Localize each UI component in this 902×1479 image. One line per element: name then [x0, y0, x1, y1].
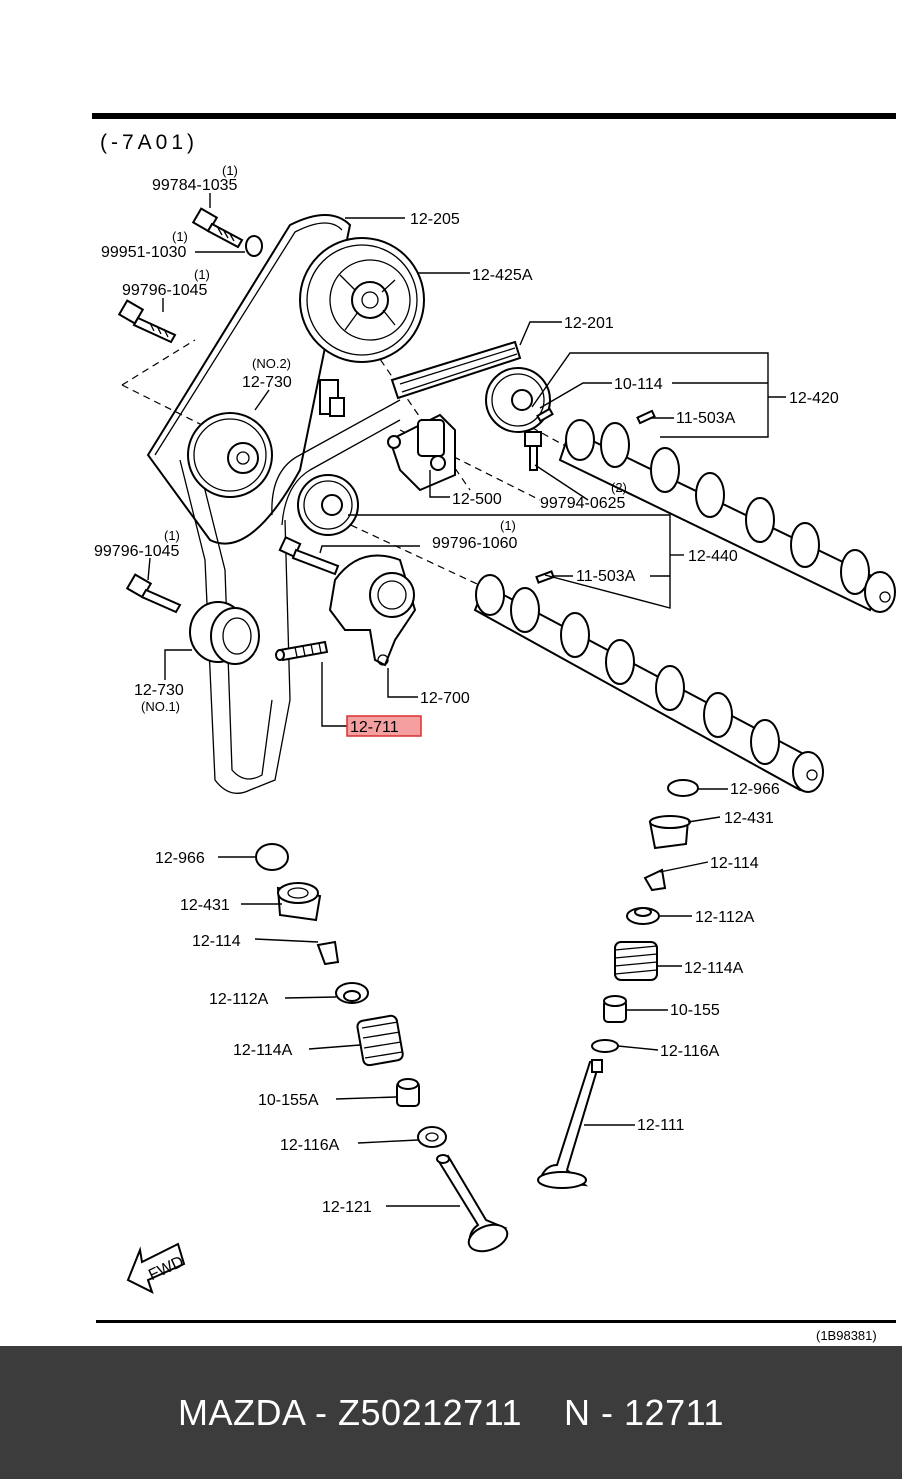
callout-12-431-right: 12-431 — [724, 810, 774, 827]
keeper-12-114-left — [316, 940, 340, 966]
bolt-99796-1045-mid — [125, 573, 182, 614]
note-12-730-no2: (NO.2) — [252, 356, 291, 371]
figure-code: (1B98381) — [816, 1328, 877, 1343]
tappet-12-431-right — [648, 815, 691, 850]
chain-tensioner-12-500 — [387, 413, 456, 492]
callout-99796-1060: 99796-1060 — [432, 535, 518, 552]
callout-12-440: 12-440 — [688, 548, 738, 565]
intake-cam-sprocket — [297, 474, 359, 536]
retainer-12-112A-right — [626, 907, 660, 925]
bolt-99796-1060 — [278, 535, 340, 576]
top-rule — [92, 113, 896, 119]
pin-10-114 — [536, 407, 554, 423]
bolt-99796-1045-top — [117, 299, 177, 344]
intake-camshaft — [473, 574, 824, 793]
keeper-12-114-right — [643, 868, 667, 892]
callout-12-966-right: 12-966 — [730, 781, 780, 798]
bottom-rule — [96, 1320, 896, 1323]
seat-12-116A-left — [417, 1126, 447, 1148]
callout-12-111: 12-111 — [637, 1117, 685, 1134]
qty-99794-0625: (2) — [611, 480, 627, 495]
callout-12-700: 12-700 — [420, 690, 470, 707]
seal-10-155 — [603, 995, 627, 1023]
callout-99784-1035: 99784-1035 — [152, 177, 238, 194]
callout-12-730-no1: 12-730 — [134, 682, 184, 699]
callout-12-114A-left: 12-114A — [233, 1042, 293, 1059]
callout-labels: 12-205 12-425A 12-201 12-420 10-114 11-5… — [94, 163, 839, 1216]
idler-pulley-no1-12-730 — [189, 601, 260, 665]
callout-12-711: 12-711 — [350, 719, 399, 736]
exhaust-cam-sprocket — [485, 367, 551, 433]
callout-11-503A-top: 11-503A — [676, 410, 736, 427]
spring-12-711 — [275, 640, 329, 662]
callout-12-425A: 12-425A — [472, 267, 533, 284]
highlight-box-12-711 — [346, 715, 422, 737]
seal-10-155A — [396, 1078, 420, 1107]
callout-99796-1045-top: 99796-1045 — [122, 282, 208, 299]
callout-12-114-left: 12-114 — [192, 933, 241, 950]
callout-11-503A-mid: 11-503A — [576, 568, 636, 585]
callout-12-112A-left: 12-112A — [209, 991, 269, 1008]
callout-12-121: 12-121 — [322, 1199, 372, 1216]
callout-12-112A-right: 12-112A — [695, 909, 755, 926]
callout-12-966-left: 12-966 — [155, 850, 205, 867]
idler-pulley-no2-12-730 — [187, 412, 273, 498]
pin-11-503A-top — [636, 409, 656, 425]
washer-99951-1030 — [245, 235, 263, 257]
seat-12-116A-right — [591, 1039, 619, 1053]
shim-12-966-right — [667, 779, 699, 797]
callout-12-420: 12-420 — [789, 390, 839, 407]
callout-12-114A-right: 12-114A — [684, 960, 744, 977]
spring-12-114A-right — [614, 941, 658, 981]
spring-12-114A-left — [356, 1014, 404, 1067]
qty-99796-1060: (1) — [500, 518, 516, 533]
timing-chain-12-201 — [390, 340, 522, 400]
valve-12-111 — [537, 1058, 603, 1189]
camshaft-pulley-12-425A — [299, 237, 425, 363]
callout-12-201: 12-201 — [564, 315, 614, 332]
exhaust-camshaft — [558, 419, 896, 613]
bolt-99794-0625 — [524, 431, 542, 471]
callout-12-114-right: 12-114 — [710, 855, 759, 872]
bolt-99784-1035 — [191, 207, 244, 249]
shim-12-966-left — [255, 843, 289, 871]
part-number-banner: MAZDA - Z50212711 N - 12711 — [0, 1346, 902, 1479]
callout-12-730-no2: 12-730 — [242, 374, 292, 391]
tensioner-pulley-12-700 — [328, 554, 417, 667]
valve-12-121 — [436, 1154, 509, 1253]
callout-12-431-left: 12-431 — [180, 897, 230, 914]
callout-10-155A: 10-155A — [258, 1092, 319, 1109]
retainer-12-112A-left — [335, 982, 369, 1004]
callout-12-500: 12-500 — [452, 491, 502, 508]
callout-12-116A-right: 12-116A — [660, 1043, 720, 1060]
parts-diagram: (-7A01) (1B98381) — [92, 113, 896, 1343]
note-12-730-no1: (NO.1) — [141, 699, 180, 714]
qty-99951-1030: (1) — [172, 229, 188, 244]
callout-10-114: 10-114 — [614, 376, 663, 393]
pin-11-503A-mid — [535, 570, 555, 584]
callout-99796-1045-mid: 99796-1045 — [94, 543, 180, 560]
qty-99784-1035: (1) — [222, 163, 238, 178]
fwd-arrow-icon: FWD — [126, 1242, 186, 1294]
callout-10-155: 10-155 — [670, 1002, 720, 1019]
callout-99794-0625: 99794-0625 — [540, 495, 626, 512]
spacer-parts — [319, 379, 345, 417]
part-number-text: MAZDA - Z50212711 N - 12711 — [178, 1391, 724, 1433]
callout-12-116A-left: 12-116A — [280, 1137, 340, 1154]
tappet-12-431-left — [276, 882, 322, 922]
model-code: (-7A01) — [100, 131, 198, 154]
qty-99796-1045-mid: (1) — [164, 528, 180, 543]
qty-99796-1045-top: (1) — [194, 267, 210, 282]
leader-lines — [147, 193, 786, 1207]
callout-12-205: 12-205 — [410, 211, 460, 228]
callout-99951-1030: 99951-1030 — [101, 244, 187, 261]
